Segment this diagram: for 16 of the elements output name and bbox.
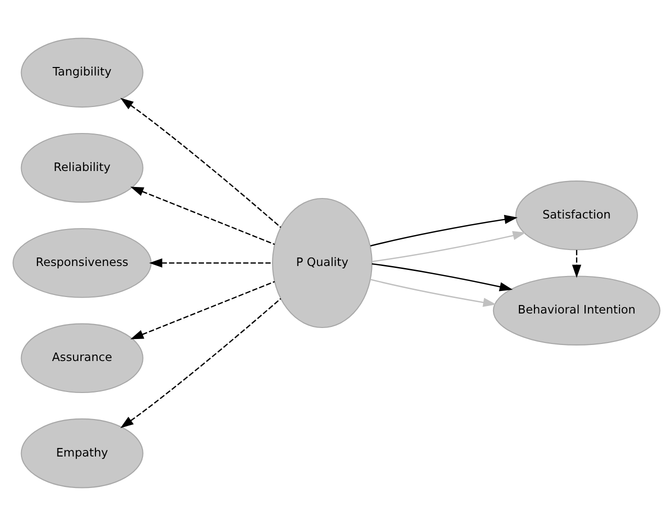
arrow bbox=[371, 231, 526, 262]
arrow bbox=[371, 263, 512, 292]
node-ellipse: Responsiveness bbox=[12, 228, 152, 298]
arrow bbox=[370, 278, 496, 307]
arrow bbox=[120, 298, 281, 428]
arrow bbox=[370, 214, 518, 246]
node-ellipse: Satisfaction bbox=[514, 180, 638, 250]
node-ellipse: Tangibility bbox=[20, 38, 143, 108]
node-ellipse: Empathy bbox=[20, 418, 143, 488]
arrow bbox=[572, 250, 581, 278]
arrow bbox=[130, 186, 274, 245]
node-ellipse: Behavioral Intention bbox=[492, 276, 660, 346]
arrow bbox=[130, 281, 274, 340]
arrow bbox=[120, 98, 281, 228]
arrow bbox=[148, 258, 272, 268]
node-ellipse: P Quality bbox=[272, 198, 372, 328]
